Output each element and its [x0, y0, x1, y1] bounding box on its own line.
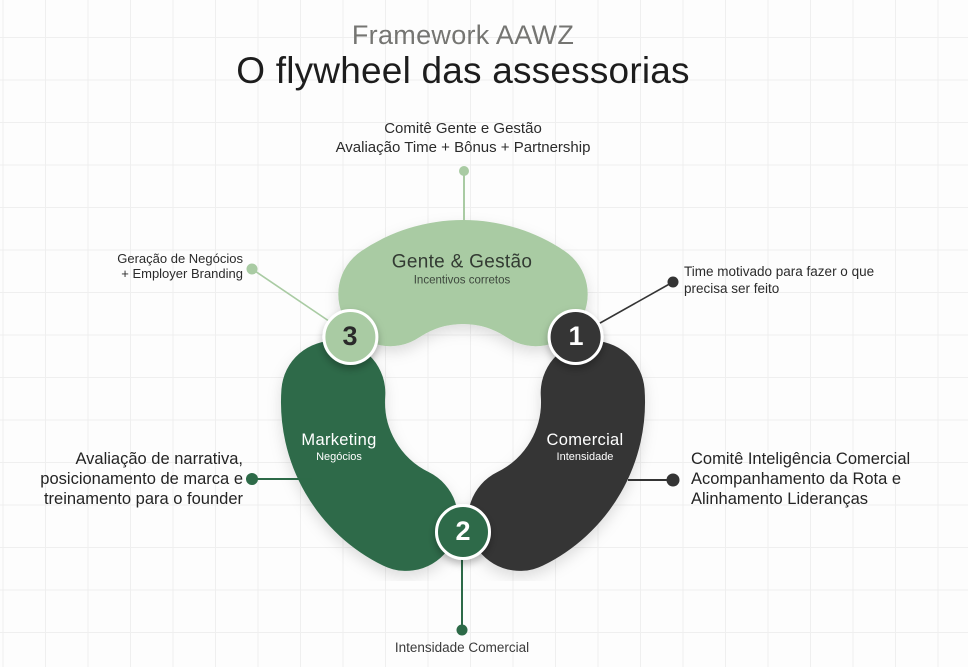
annotation-line: + Employer Branding [121, 266, 243, 281]
marketing-label: Marketing Negócios [301, 431, 376, 463]
annotation-line: posicionamento de marca e [40, 470, 243, 488]
step-3-number: 3 [342, 320, 358, 351]
step-2-number: 2 [455, 515, 471, 546]
page-header: Framework AAWZ O flywheel das assessoria… [0, 20, 926, 91]
gente-gestao-descriptor: Incentivos corretos [413, 274, 511, 287]
annotation-line: treinamento para o founder [43, 490, 243, 508]
annotation-line: Alinhamento Lideranças [691, 490, 869, 508]
annotation-intensidade-comercial: Intensidade Comercial [395, 640, 529, 655]
marketing-descriptor: Negócios [316, 451, 362, 463]
annotation-line: Comitê Inteligência Comercial [691, 450, 911, 468]
comercial-descriptor: Intensidade [556, 451, 614, 463]
step-2-circle [435, 504, 491, 560]
annotation-line: Acompanhamento da Rota e [691, 470, 902, 488]
annotation-line: Comitê Gente e Gestão [384, 120, 542, 137]
right-mid-connector-dot [666, 473, 680, 487]
comercial-name: Comercial [546, 431, 624, 449]
annotation-line: Intensidade Comercial [394, 640, 530, 655]
annotation-line: Geração de Negócios [117, 251, 243, 266]
gente-gestao-name: Gente & Gestão [391, 251, 533, 273]
marketing-arc [281, 340, 458, 571]
page-subtitle: Framework AAWZ [351, 20, 575, 50]
step-1-circle [547, 309, 604, 365]
comercial-arc [468, 340, 645, 571]
bottom-connector-dot [456, 624, 468, 636]
right-top-connector-dot [667, 276, 679, 288]
page-title: O flywheel das assessorias [236, 50, 690, 91]
gente-gestao-arc [338, 220, 588, 347]
step-3-circle [322, 309, 379, 365]
annotation-line: precisa ser feito [684, 281, 780, 296]
annotation-comite-inteligencia: Comitê Inteligência Comercial Acompanham… [691, 449, 910, 509]
annotation-line: Avaliação de narrativa, [75, 450, 243, 468]
annotation-line: Time motivado para fazer o que [684, 264, 875, 279]
comercial-label: Comercial Intensidade [547, 431, 624, 463]
annotation-geracao-negocios: Geração de Negócios + Employer Branding [117, 251, 243, 281]
annotation-comite-gente-gestao: Comitê Gente e Gestão Avaliação Time + B… [336, 119, 591, 157]
gente-gestao-label: Gente & Gestão Incentivos corretos [392, 252, 532, 287]
left-mid-connector-dot [246, 473, 258, 485]
annotation-time-motivado: Time motivado para fazer o que precisa s… [684, 263, 874, 297]
annotation-line: Avaliação Time + Bônus + Partnership [335, 139, 591, 156]
marketing-name: Marketing [301, 431, 377, 449]
top-connector-dot [459, 166, 469, 176]
annotation-avaliacao-narrativa: Avaliação de narrativa, posicionamento d… [40, 449, 243, 509]
step-1-number: 1 [568, 320, 584, 351]
left-top-connector-dot [246, 263, 258, 275]
